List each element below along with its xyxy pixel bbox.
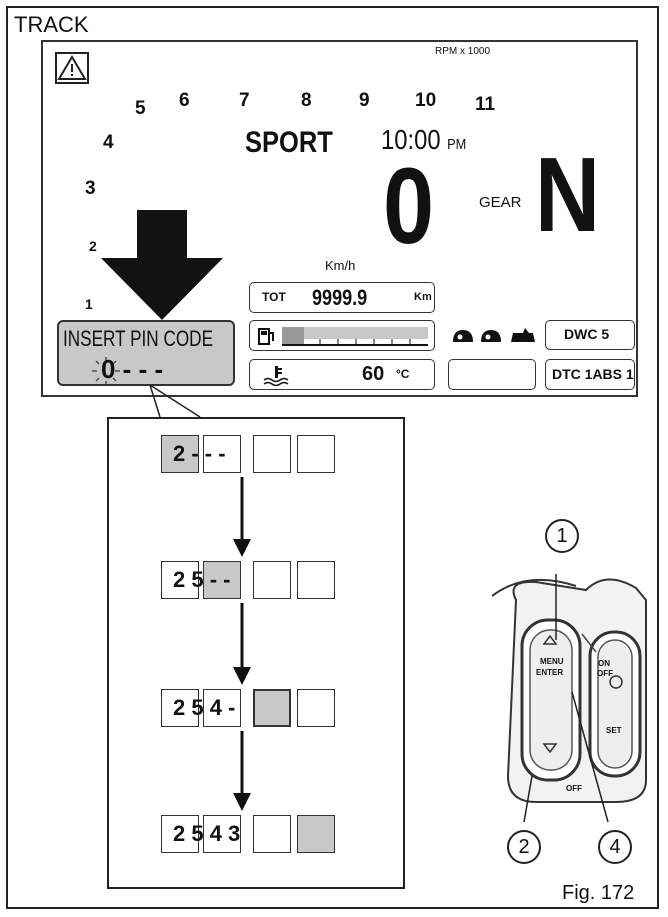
pin-cell [297, 435, 335, 473]
rpm-tick: 11 [475, 94, 496, 115]
rpm-tick: 8 [301, 90, 312, 111]
rpm-tick: 4 [103, 132, 114, 153]
fuel-gauge [249, 320, 435, 351]
pin-cell [161, 689, 199, 727]
dashboard-display: RPM x 1000 1 2 3 4 5 6 7 8 9 10 11 SPORT… [41, 40, 638, 397]
pin-cell [253, 815, 291, 853]
clock: 10:00 PM [381, 124, 466, 156]
dtc-abs-box: DTC 1ABS 1 [545, 359, 635, 390]
pin-cell [203, 815, 241, 853]
pin-step-3: 2 5 4 - [173, 695, 236, 720]
riding-mode: SPORT [245, 126, 333, 159]
fuel-level-bar [282, 327, 428, 346]
callout-2: 2 [507, 830, 541, 864]
gear-label: GEAR [479, 194, 522, 211]
pin-step-4: 2 5 4 3 [173, 821, 241, 846]
rpm-tick: 7 [239, 90, 250, 111]
rpm-tick: 9 [359, 90, 370, 111]
blank-indicator-box [448, 359, 536, 390]
rpm-tick: 3 [85, 178, 96, 199]
figure-label: Fig. 172 [562, 882, 635, 904]
dwc-text: DWC 5 [564, 326, 610, 342]
odometer-unit: Km [414, 291, 432, 303]
dtc-abs-text: DTC 1ABS 1 [552, 366, 634, 382]
enter-label: ENTER [536, 668, 564, 677]
callout-connector [149, 385, 201, 418]
pin-cell [297, 689, 335, 727]
pin-cell [253, 561, 291, 599]
callout-1: 1 [545, 519, 579, 553]
pin-code-box: INSERT PIN CODE 0 - - - [57, 320, 235, 386]
speed-unit: Km/h [325, 258, 356, 273]
pin-prompt: INSERT PIN CODE [63, 326, 214, 351]
odometer-value: 9999.9 [312, 285, 368, 310]
tot-label: TOT [262, 290, 286, 304]
speed-readout: 0 [383, 145, 435, 266]
pin-step-2: 2 5 - - [173, 567, 231, 592]
gear-indicator: N [535, 136, 601, 254]
callout-4: 4 [598, 830, 632, 864]
menu-label: MENU [540, 657, 564, 666]
step-arrows [233, 477, 251, 811]
off-switch-label: OFF [566, 784, 582, 793]
odometer-box: TOT 9999.9 Km [249, 282, 435, 313]
clock-time: 10:00 [381, 124, 441, 155]
pin-cell-active [203, 561, 241, 599]
on-label: ON [598, 659, 610, 668]
pin-entry-steps-panel: 2 - - - 2 5 - - 2 5 4 - 2 5 4 3 [107, 417, 405, 889]
rpm-tick: 1 [85, 296, 93, 312]
pin-step-1: 2 - - - [173, 441, 226, 466]
fuel-icon [258, 328, 274, 345]
warning-icon [55, 52, 89, 84]
down-arrow-icon [101, 210, 223, 320]
coolant-temp-unit: °C [396, 367, 410, 381]
riding-mode-icons [453, 328, 535, 342]
figure-frame [6, 6, 659, 909]
pin-cell [203, 689, 241, 727]
pin-cell-active [297, 815, 335, 853]
set-label: SET [606, 726, 622, 735]
rpm-scale-label: RPM x 1000 [435, 46, 491, 57]
pin-cell [253, 435, 291, 473]
pin-cell [297, 561, 335, 599]
blinking-digit-icon [92, 357, 120, 385]
mode-title: TRACK [14, 12, 89, 37]
off-label: OFF [597, 669, 613, 678]
pin-cell-active [253, 689, 291, 727]
handlebar-switch-illustration [491, 574, 647, 823]
coolant-temp-icon [263, 366, 289, 386]
pin-entry: 0 - - - [101, 354, 164, 384]
pin-cell [203, 435, 241, 473]
rpm-tick: 6 [179, 90, 190, 111]
coolant-temp-value: 60 [362, 363, 385, 385]
rpm-tick: 5 [135, 98, 146, 119]
coolant-temp-box: 60 °C [249, 359, 435, 390]
rpm-tick: 10 [415, 90, 437, 111]
pin-cell-active [161, 435, 199, 473]
clock-ampm: PM [447, 136, 467, 153]
pin-cell [161, 561, 199, 599]
pin-cell [161, 815, 199, 853]
dwc-box: DWC 5 [545, 320, 635, 350]
rpm-tick: 2 [89, 238, 97, 254]
